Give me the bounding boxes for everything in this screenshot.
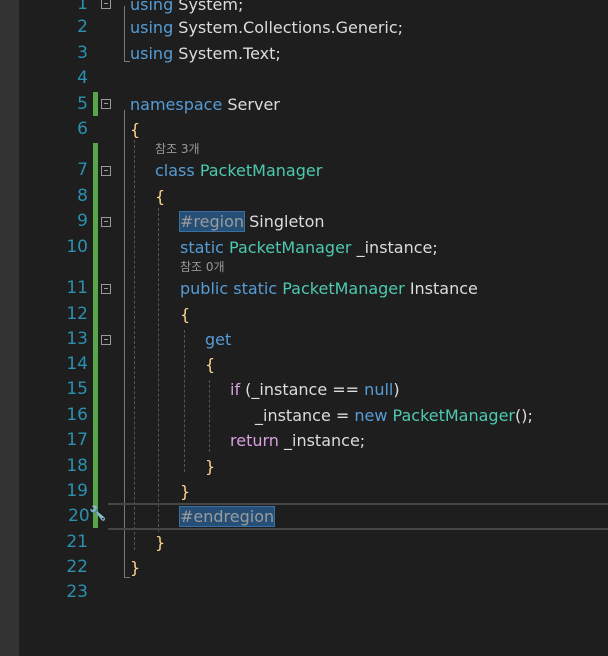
code-line-10: static PacketManager _instance; [180, 235, 438, 260]
line-number: 17 [66, 430, 88, 450]
code-line-5: namespace Server [130, 92, 280, 117]
code-line-21: } [155, 533, 166, 552]
fold-toggle[interactable] [101, 99, 111, 109]
change-marker [93, 143, 98, 528]
keyword: using [130, 18, 174, 37]
code-line-22: } [130, 558, 141, 577]
editor-left-margin [0, 0, 19, 656]
code-line-3: using System.Text; [130, 41, 281, 66]
line-number: 14 [66, 354, 88, 374]
code-line-12: { [180, 305, 191, 324]
line-number: 23 [66, 582, 88, 602]
line-number: 16 [66, 405, 88, 425]
code-editor[interactable] [19, 0, 608, 656]
fold-toggle[interactable] [101, 217, 111, 227]
code-line-18: } [205, 457, 216, 476]
indent-guide [184, 330, 185, 472]
line-number: 21 [66, 532, 88, 552]
type-name: PacketManager [392, 406, 516, 425]
indent-guide [158, 208, 159, 532]
code-line-14: { [205, 355, 216, 374]
codelens-references[interactable]: 참조 0개 [180, 260, 225, 274]
region-directive: #region [178, 211, 246, 232]
line-number: 11 [66, 278, 88, 298]
code-text: Server [222, 95, 280, 114]
keyword: class [155, 161, 195, 180]
line-number: 2 [77, 17, 88, 37]
line-number: 18 [66, 456, 88, 476]
control-keyword: if [230, 380, 241, 399]
code-line-20: #endregion [178, 504, 276, 529]
keyword: null [364, 380, 394, 399]
code-line-11: public static PacketManager Instance [180, 276, 478, 301]
indent-guide [209, 380, 210, 452]
fold-toggle[interactable] [101, 284, 111, 294]
line-number: 1 [77, 0, 88, 14]
line-number: 10 [66, 237, 88, 257]
code-line-1: using System; [130, 0, 243, 17]
indent-guide [134, 140, 135, 550]
line-number: 4 [77, 68, 88, 88]
line-number: 19 [66, 481, 88, 501]
code-line-9: #region Singleton [178, 209, 325, 234]
codelens-references[interactable]: 참조 3개 [155, 142, 200, 156]
line-number: 9 [77, 211, 88, 231]
current-line-highlight [108, 503, 608, 530]
keyword: public static [180, 279, 278, 298]
outline-end [124, 577, 130, 578]
endregion-directive: #endregion [178, 506, 276, 527]
type-name: PacketManager [229, 238, 352, 257]
outline-line [124, 6, 125, 62]
line-number: 22 [66, 557, 88, 577]
fold-toggle[interactable] [101, 0, 111, 9]
code-text: Singleton [244, 212, 325, 231]
outline-end [124, 61, 130, 62]
type-name: PacketManager [199, 161, 323, 180]
code-text: ) [393, 380, 400, 399]
code-text: Instance [404, 279, 478, 298]
line-number: 15 [66, 379, 88, 399]
code-text: System.Text; [173, 44, 281, 63]
line-number: 20 [68, 506, 90, 526]
code-line-7: class PacketManager [155, 158, 322, 183]
code-line-16: _instance = new PacketManager(); [255, 403, 533, 428]
code-text: _instance; [351, 238, 438, 257]
keyword: namespace [130, 95, 223, 114]
line-number: 6 [77, 119, 88, 139]
code-text: System.Collections.Generic; [173, 18, 404, 37]
code-text: (); [515, 406, 533, 425]
quick-actions-screwdriver-icon[interactable]: 🔧 [89, 506, 107, 522]
code-text: _instance; [278, 431, 366, 450]
keyword: new [354, 406, 388, 425]
code-text: (_instance == [240, 380, 365, 399]
code-line-6: { [130, 120, 141, 139]
line-number: 5 [77, 94, 88, 114]
fold-toggle[interactable] [101, 166, 111, 176]
code-text: _instance = [255, 406, 355, 425]
code-line-19: } [180, 482, 191, 501]
line-number: 13 [66, 329, 88, 349]
code-line-2: using System.Collections.Generic; [130, 15, 403, 40]
line-number: 12 [66, 304, 88, 324]
control-keyword: return [230, 431, 279, 450]
code-line-15: if (_instance == null) [230, 377, 400, 402]
line-number: 8 [77, 186, 88, 206]
code-line-13: get [205, 330, 232, 349]
code-line-17: return _instance; [230, 428, 365, 453]
fold-toggle[interactable] [101, 335, 111, 345]
line-number: 7 [77, 160, 88, 180]
change-marker [93, 92, 98, 116]
code-text: System; [173, 0, 244, 14]
keyword: using [130, 0, 174, 14]
keyword: static [180, 238, 224, 257]
code-line-8: { [155, 187, 166, 206]
type-name: PacketManager [282, 279, 405, 298]
line-number: 3 [77, 43, 88, 63]
keyword: using [130, 44, 174, 63]
outline-line [124, 110, 125, 578]
